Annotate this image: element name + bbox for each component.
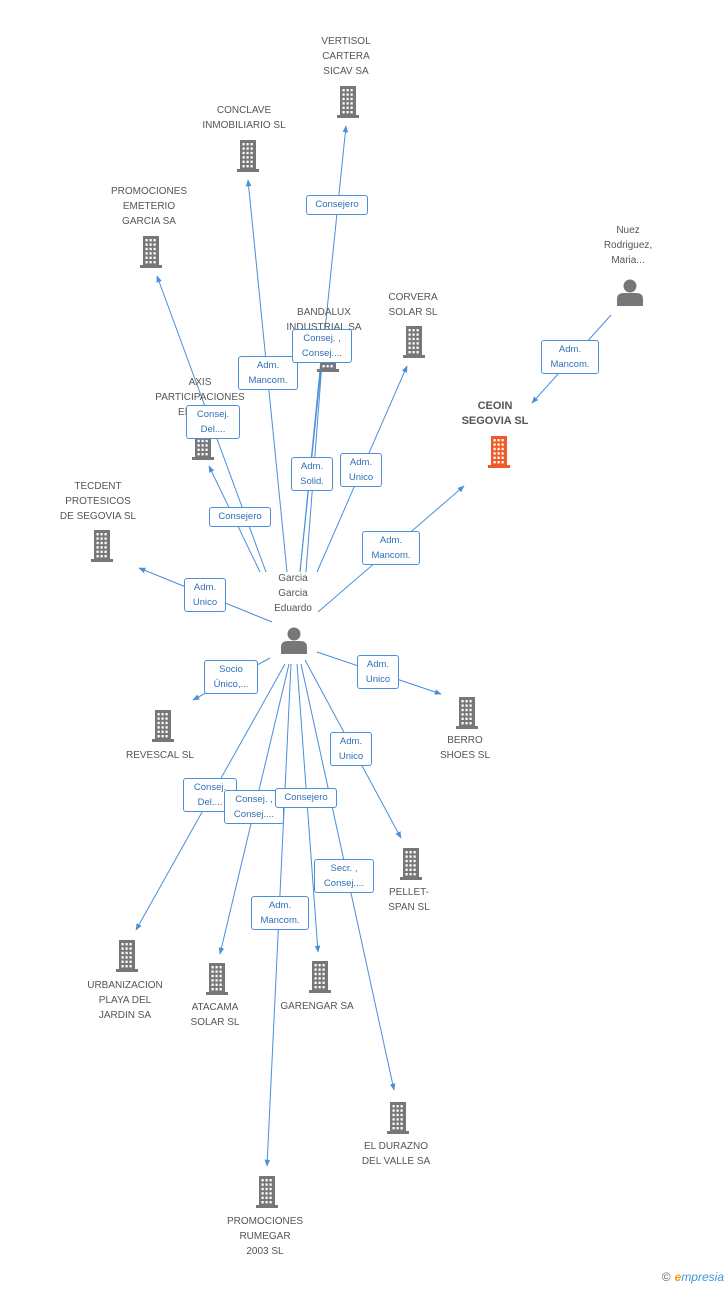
node-label-atacama[interactable]: ATACAMA SOLAR SL (190, 1002, 240, 1028)
edge-label-garcia-vertisol[interactable]: Consejero (306, 195, 368, 215)
building-icon-ceoin[interactable] (488, 436, 510, 468)
edge-label-garcia-atacama[interactable]: Consej. , Consej.... (224, 790, 284, 824)
building-icon-vertisol[interactable] (337, 86, 359, 118)
edge-label-garcia-garengar[interactable]: Consejero (275, 788, 337, 808)
edge-label-garcia-revescal[interactable]: Socio Único,... (204, 660, 258, 694)
edge-garcia-garengar (296, 663, 321, 953)
node-label-tecdent[interactable]: TECDENT PROTESICOS DE SEGOVIA SL (59, 480, 137, 522)
node-label-rumegar[interactable]: PROMOCIONES RUMEGAR 2003 SL (226, 1215, 304, 1257)
edge-label-garcia-ceoin[interactable]: Adm. Mancom. (362, 531, 420, 565)
edge-label-garcia-durazno[interactable]: Secr. , Consej.... (314, 859, 374, 893)
node-label-berro[interactable]: BERRO SHOES SL (439, 735, 491, 761)
node-label-nuez[interactable]: Nuez Rodriguez, Maria... (603, 224, 653, 266)
node-label-durazno[interactable]: EL DURAZNO DEL VALLE SA (361, 1141, 431, 1167)
building-icon-rumegar[interactable] (256, 1176, 278, 1208)
node-label-promociones_emeterio[interactable]: PROMOCIONES EMETERIO GARCIA SA (110, 185, 188, 227)
edge-label-garcia-axis[interactable]: Consejero (209, 507, 271, 527)
node-label-revescal[interactable]: REVESCAL SL (126, 749, 194, 761)
building-icon-urbanizacion[interactable] (116, 940, 138, 972)
person-icon-garcia[interactable] (281, 627, 307, 655)
building-icon-revescal[interactable] (152, 710, 174, 742)
building-icon-berro[interactable] (456, 697, 478, 729)
edge-label-garcia-berro[interactable]: Adm. Unico (357, 655, 399, 689)
building-icon-garengar[interactable] (309, 961, 331, 993)
building-icon-pellet[interactable] (400, 848, 422, 880)
brand-logo-e: e (674, 1270, 682, 1284)
edge-label-garcia-promociones_emeterio[interactable]: Consej. Del.... (186, 405, 240, 439)
node-label-ceoin[interactable]: CEOIN SEGOVIA SL (461, 400, 529, 427)
node-label-urbanizacion[interactable]: URBANIZACION PLAYA DEL JARDIN SA (87, 979, 163, 1021)
node-label-vertisol[interactable]: VERTISOL CARTERA SICAV SA (321, 35, 371, 77)
edge-label-garcia-conclave[interactable]: Adm. Mancom. (238, 356, 298, 390)
building-icon-atacama[interactable] (206, 963, 228, 995)
empresia-logo: ©empresia (662, 1270, 724, 1284)
brand-logo-text: mpresia (681, 1270, 724, 1284)
node-label-conclave[interactable]: CONCLAVE INMOBILIARIO SL (202, 105, 286, 131)
edge-label-garcia-bandalux[interactable]: Adm. Solid. (291, 457, 333, 491)
building-icon-corvera[interactable] (403, 326, 425, 358)
person-icon-nuez[interactable] (617, 279, 643, 307)
copyright-symbol: © (661, 1270, 671, 1284)
node-label-garengar[interactable]: GARENGAR SA (280, 1000, 354, 1012)
building-icon-durazno[interactable] (387, 1102, 409, 1134)
building-icon-tecdent[interactable] (91, 530, 113, 562)
node-label-pellet[interactable]: PELLET- SPAN SL (388, 887, 430, 913)
edge-label-garcia-pellet[interactable]: Adm. Unico (330, 732, 372, 766)
building-icon-promociones_emeterio[interactable] (140, 236, 162, 268)
edge-label-garcia-rumegar[interactable]: Adm. Mancom. (251, 896, 309, 930)
edge-label-nuez-ceoin[interactable]: Adm. Mancom. (541, 340, 599, 374)
node-label-corvera[interactable]: CORVERA SOLAR SL (388, 292, 438, 318)
edge-label-garcia-tecdent[interactable]: Adm. Unico (184, 578, 226, 612)
node-label-bandalux[interactable]: BANDALUX INDUSTRIAL SA (286, 307, 362, 333)
edge-label-garcia-bandalux[interactable]: Consej. , Consej.... (292, 329, 352, 363)
building-icon-conclave[interactable] (237, 140, 259, 172)
node-label-garcia[interactable]: Garcia Garcia Eduardo (274, 572, 312, 614)
edge-label-garcia-corvera[interactable]: Adm. Unico (340, 453, 382, 487)
